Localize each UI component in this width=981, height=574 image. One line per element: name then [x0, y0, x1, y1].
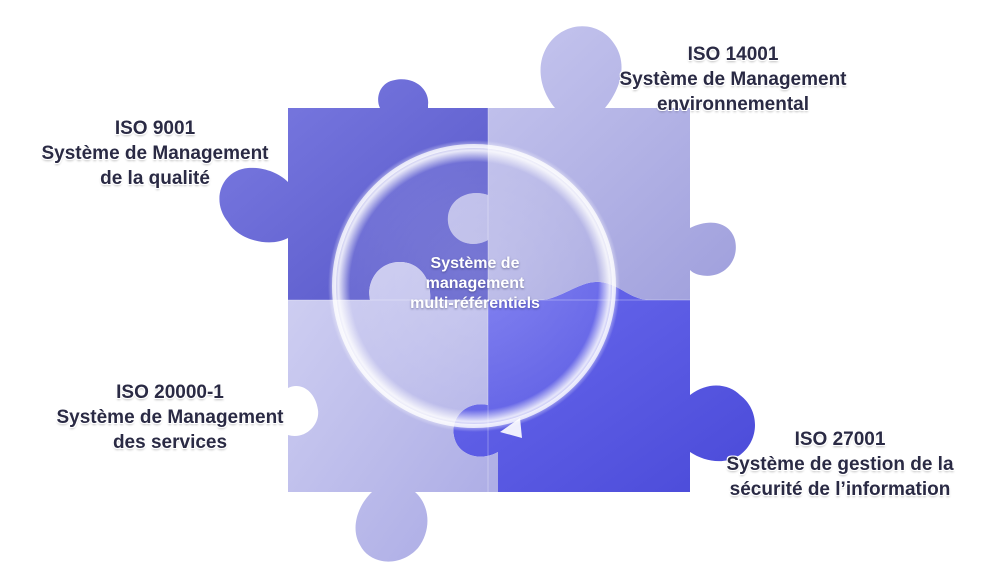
label-iso9001: ISO 9001 Système de Management de la qua… [0, 116, 310, 191]
label-iso20000: ISO 20000-1 Système de Management des se… [0, 380, 340, 455]
center-ring [328, 140, 620, 432]
center-label-line-2: management [425, 275, 525, 292]
iso27001-line1: Système de gestion de la [726, 454, 954, 475]
iso9001-title: ISO 9001 [114, 118, 196, 139]
center-ring-stroke [332, 144, 616, 428]
iso20000-line1: Système de Management [56, 407, 284, 428]
center-label-line-3: multi-référentiels [410, 295, 540, 312]
iso27001-title: ISO 27001 [794, 429, 886, 450]
label-iso27001: ISO 27001 Système de gestion de la sécur… [690, 427, 981, 502]
iso20000-title: ISO 20000-1 [116, 382, 224, 403]
iso14001-line1: Système de Management [619, 69, 847, 90]
iso27001-line2: sécurité de l’information [729, 479, 951, 500]
iso20000-line2: des services [112, 432, 228, 453]
iso9001-line1: Système de Management [41, 143, 269, 164]
center-label: Système de management multi-référentiels [380, 254, 570, 314]
label-iso14001: ISO 14001 Système de Management environn… [588, 42, 878, 117]
iso9001-line2: de la qualité [100, 168, 210, 189]
iso14001-title: ISO 14001 [687, 44, 779, 65]
iso14001-line2: environnemental [656, 94, 810, 115]
ring-arrow-icon [500, 418, 522, 438]
center-label-line-1: Système de [430, 255, 520, 272]
